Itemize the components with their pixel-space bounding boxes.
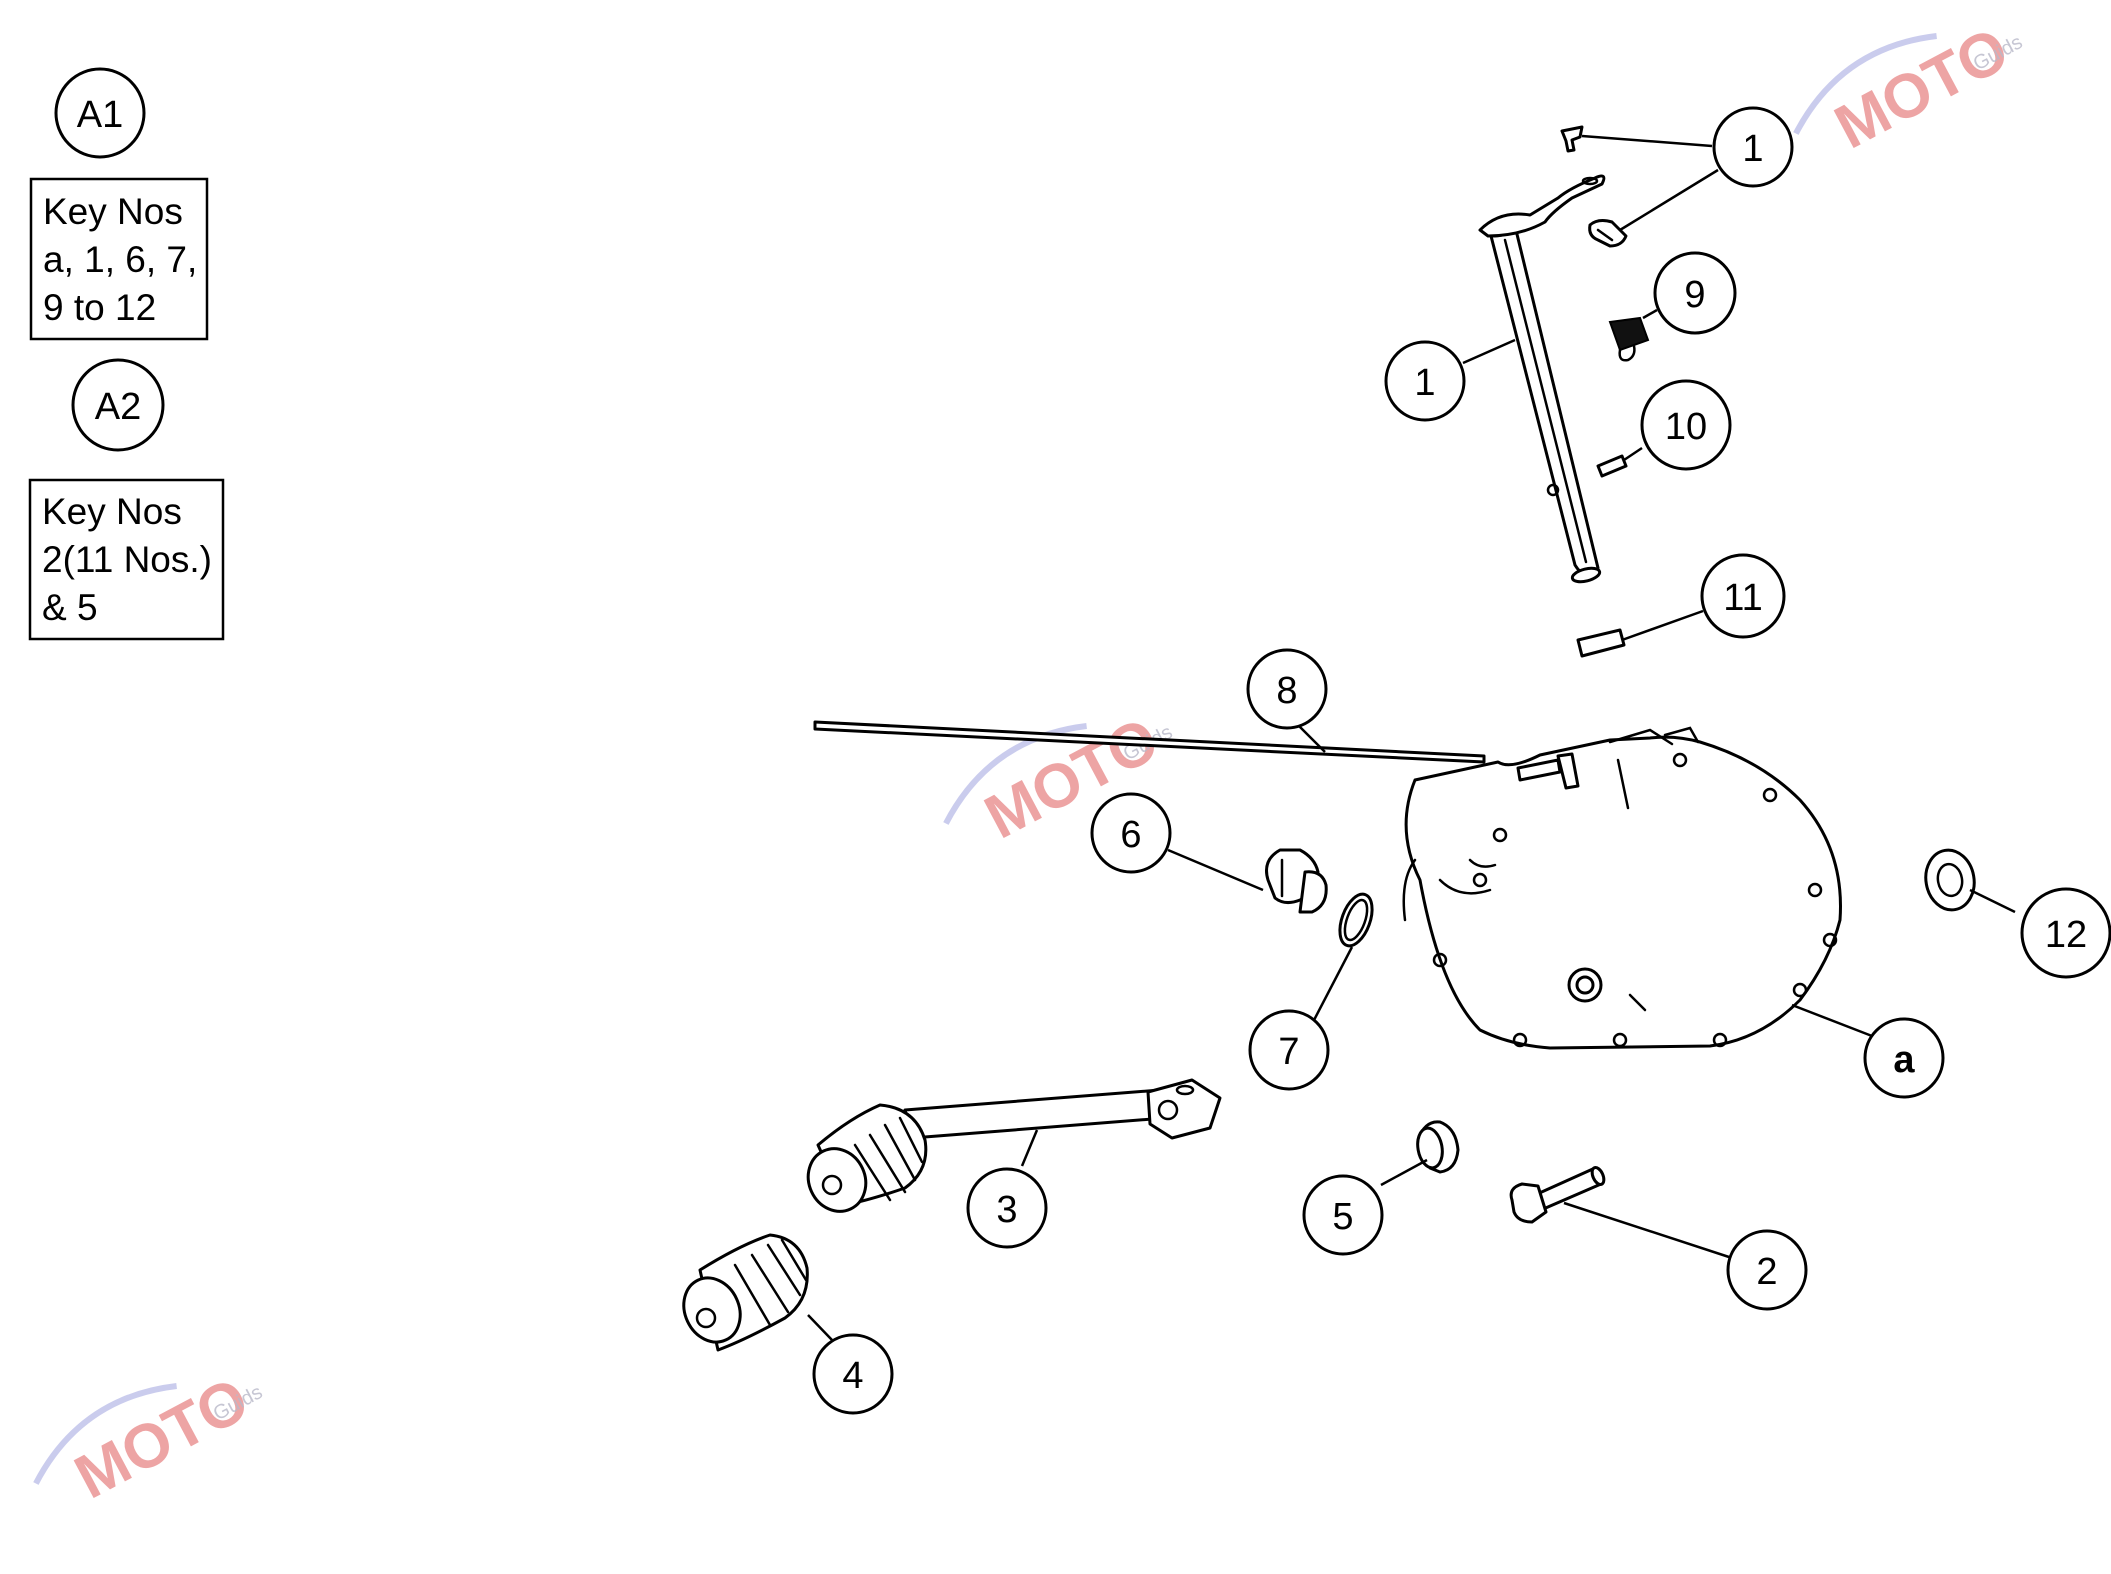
- callout-1-top: 1: [1712, 106, 1794, 188]
- part-rod: [813, 720, 1486, 764]
- group-a2-line-1: Key Nos: [42, 491, 182, 532]
- callout-a-label: a: [1893, 1039, 1915, 1081]
- callout-1-left-label: 1: [1414, 362, 1435, 404]
- group-a2-line-3: & 5: [42, 587, 98, 628]
- callout-12-label: 12: [2045, 914, 2087, 956]
- callout-10-label: 10: [1665, 406, 1707, 448]
- callout-4: 4: [812, 1333, 894, 1415]
- part-o-ring: [1338, 892, 1374, 948]
- part-pin: [1596, 454, 1628, 478]
- part-plug: [1265, 848, 1328, 914]
- group-a2-key-box: [28, 478, 225, 641]
- callout-a: a: [1863, 1017, 1945, 1099]
- watermark-bottom-left: MOTO Guids: [33, 1365, 266, 1512]
- callout-7: 7: [1248, 1009, 1330, 1091]
- part-shift-lever: [806, 1078, 1222, 1213]
- callout-7-label: 7: [1278, 1031, 1299, 1073]
- part-washer: [1416, 1120, 1460, 1174]
- part-spring-clip: [1588, 219, 1628, 248]
- group-a2-line-2: 2(11 Nos.): [42, 539, 212, 580]
- callout-4-label: 4: [842, 1355, 863, 1397]
- callout-8: 8: [1246, 648, 1328, 730]
- group-a1-id: A1: [77, 94, 123, 136]
- callout-2-label: 2: [1756, 1251, 1777, 1293]
- callout-9: 9: [1653, 251, 1737, 335]
- callout-6: 6: [1090, 792, 1172, 874]
- callout-5-label: 5: [1332, 1196, 1353, 1238]
- callout-9-label: 9: [1684, 274, 1705, 316]
- group-a1-line-1: Key Nos: [43, 191, 183, 232]
- group-a2: A2 Key Nos 2(11 Nos.) & 5: [28, 358, 225, 641]
- callout-1-left: 1: [1384, 340, 1466, 422]
- callout-5: 5: [1302, 1174, 1384, 1256]
- watermark-top-right: MOTO Guids: [1793, 15, 2026, 162]
- group-a1: A1 Key Nos a, 1, 6, 7, 9 to 12: [29, 67, 209, 341]
- group-a2-circle: [71, 358, 165, 452]
- callout-6-label: 6: [1120, 814, 1141, 856]
- part-spring: [1608, 316, 1650, 362]
- group-a1-line-3: 9 to 12: [43, 287, 156, 328]
- part-bolt: [1509, 1166, 1606, 1224]
- part-shift-shaft: [1478, 174, 1606, 584]
- callout-12: 12: [2020, 887, 2111, 979]
- part-bush-12: [1924, 848, 1976, 912]
- callout-11: 11: [1700, 553, 1786, 639]
- part-small-screw: [1560, 125, 1584, 153]
- callout-8-label: 8: [1276, 670, 1297, 712]
- leader-lines: [807, 134, 2016, 1341]
- callout-1-top-label: 1: [1742, 128, 1763, 170]
- callout-3-label: 3: [996, 1189, 1017, 1231]
- part-footrest-rubber: [682, 1233, 809, 1352]
- callout-2: 2: [1726, 1229, 1808, 1311]
- callout-3: 3: [966, 1167, 1048, 1249]
- part-bush: [1576, 628, 1626, 658]
- group-a1-line-2: a, 1, 6, 7,: [43, 239, 197, 280]
- group-a1-key-box: [29, 177, 209, 341]
- callout-10: 10: [1640, 379, 1732, 471]
- group-a1-circle: [54, 67, 146, 159]
- group-a2-id: A2: [95, 386, 141, 428]
- part-side-cover: [1402, 726, 1842, 1050]
- callout-11-label: 11: [1723, 577, 1762, 619]
